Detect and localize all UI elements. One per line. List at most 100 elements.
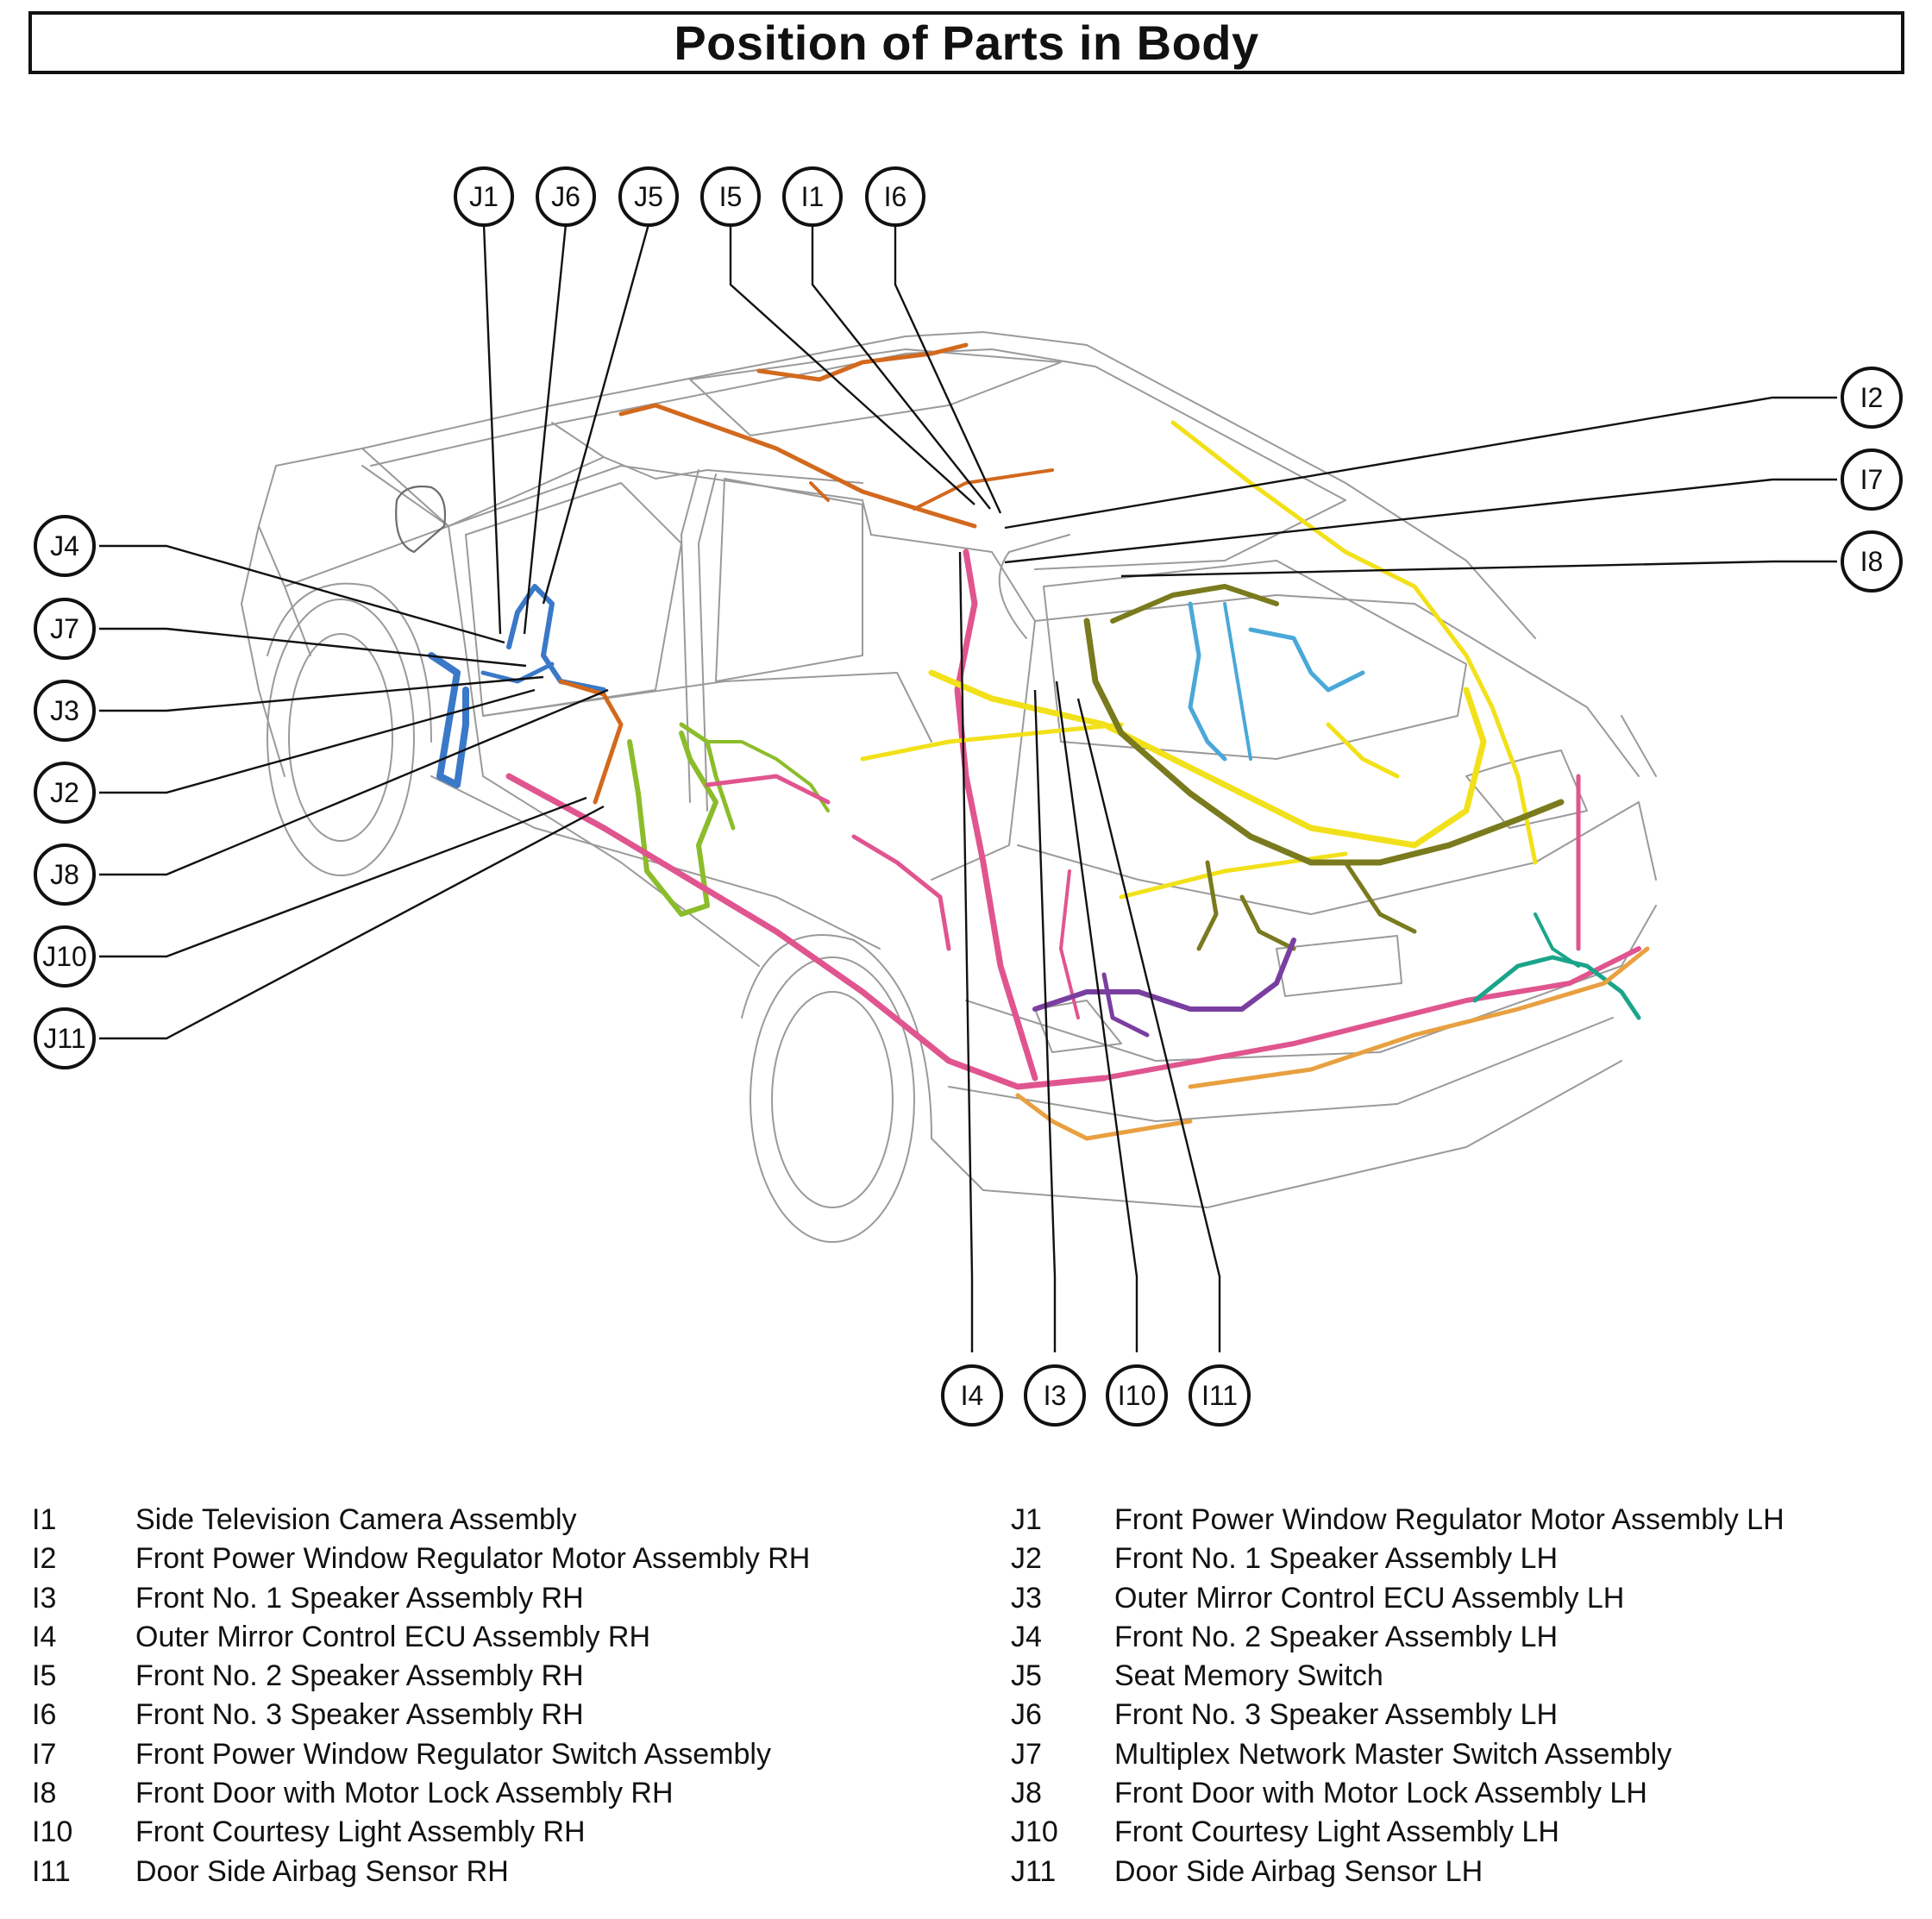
legend-name: Front Power Window Regulator Motor Assem… [135, 1542, 811, 1576]
leader-i4 [958, 551, 974, 1352]
legend-name: Seat Memory Switch [1114, 1659, 1383, 1693]
rear-harness-olive [1083, 618, 1565, 866]
callout-i5: I5 [700, 166, 761, 227]
legend-row: I6 Front No. 3 Speaker Assembly RH [32, 1696, 810, 1734]
legend-name: Front No. 1 Speaker Assembly LH [1114, 1542, 1559, 1576]
callout-j6: J6 [536, 166, 596, 227]
callout-label: J7 [50, 613, 79, 644]
callout-label: J3 [50, 695, 79, 726]
leader-j7 [99, 627, 527, 668]
callout-label: J1 [469, 181, 499, 212]
legend-code: I3 [32, 1581, 57, 1615]
callout-i7: I7 [1841, 448, 1903, 511]
callout-i11: I11 [1189, 1364, 1251, 1427]
callout-j8: J8 [34, 843, 96, 906]
leader-j10 [99, 796, 587, 958]
callout-i6: I6 [865, 166, 925, 227]
callout-label: J6 [551, 181, 580, 212]
legend-code: I10 [32, 1816, 73, 1849]
rear-harness-purple [1032, 938, 1296, 1012]
leader-lines [99, 223, 1837, 1352]
leader-j8 [99, 688, 609, 876]
legend-name: Door Side Airbag Sensor LH [1114, 1854, 1484, 1888]
callout-j5: J5 [618, 166, 679, 227]
callout-label: I5 [719, 181, 743, 212]
hatch-harness [1188, 601, 1227, 762]
legend-name: Front Door with Motor Lock Assembly LH [1114, 1777, 1647, 1810]
rear-harness-yellow [928, 669, 1487, 849]
legend-name: Front Power Window Regulator Switch Asse… [135, 1737, 771, 1771]
callout-i1: I1 [782, 166, 843, 227]
legend-code: J4 [1011, 1620, 1042, 1653]
left-rear-door-harness [627, 731, 718, 917]
legend-row: J3 Outer Mirror Control ECU Assembly LH [1011, 1579, 1785, 1618]
callout-j10: J10 [34, 925, 96, 988]
callout-label: I7 [1860, 464, 1884, 495]
legend-code: I6 [32, 1698, 57, 1732]
callout-label: J4 [50, 530, 79, 561]
callout-label: J5 [634, 181, 663, 212]
callout-i4: I4 [941, 1364, 1003, 1427]
legend-name: Front Power Window Regulator Motor Assem… [1114, 1503, 1785, 1536]
legend-code: I1 [32, 1503, 57, 1536]
leader-i6 [894, 224, 1002, 514]
legend-code: I7 [32, 1737, 57, 1771]
callout-label: I3 [1044, 1380, 1067, 1411]
legend-name: Outer Mirror Control ECU Assembly RH [135, 1620, 651, 1653]
legend-name: Multiplex Network Master Switch Assembly [1114, 1737, 1672, 1771]
callout-label: J2 [50, 777, 79, 808]
legend-row: I5 Front No. 2 Speaker Assembly RH [32, 1657, 810, 1696]
callout-label: I2 [1860, 382, 1884, 413]
legend-code: I2 [32, 1542, 57, 1576]
leader-j11 [99, 805, 605, 1040]
legend-name: Front No. 3 Speaker Assembly RH [135, 1698, 584, 1732]
callout-j1: J1 [454, 166, 514, 227]
leader-i1 [811, 224, 991, 510]
legend-code: J10 [1011, 1816, 1058, 1849]
callout-j4: J4 [34, 515, 96, 577]
wire-harnesses [428, 342, 1650, 1141]
legend-row: I10 Front Courtesy Light Assembly RH [32, 1813, 810, 1852]
lower-harness-amber [1015, 1093, 1193, 1141]
floor-harness [505, 773, 1107, 1090]
left-door-harness [506, 584, 606, 693]
callout-label: J8 [50, 859, 79, 890]
legend-name: Front No. 3 Speaker Assembly LH [1114, 1698, 1559, 1732]
legend-name: Front No. 2 Speaker Assembly RH [135, 1659, 584, 1693]
legend-name: Front No. 2 Speaker Assembly LH [1114, 1620, 1559, 1653]
leader-j4 [99, 544, 505, 644]
leader-j5 [542, 223, 650, 605]
leader-j1 [482, 223, 502, 635]
callouts-left: J4 J7 J3 J2 J8 J10 J11 [34, 515, 96, 1069]
legend-name: Front Courtesy Light Assembly RH [135, 1816, 586, 1849]
legend-row: J11 Door Side Airbag Sensor LH [1011, 1853, 1785, 1891]
leader-j6 [523, 223, 568, 635]
legend-name: Front Courtesy Light Assembly LH [1114, 1816, 1559, 1849]
car-body-outline [241, 331, 1657, 1243]
legend-code: I11 [32, 1854, 71, 1888]
callout-i8: I8 [1841, 530, 1903, 593]
leader-i10 [1055, 680, 1138, 1352]
callout-j7: J7 [34, 598, 96, 660]
callout-label: I8 [1860, 546, 1884, 577]
page-title: Position of Parts in Body [674, 16, 1259, 70]
leader-i5 [729, 224, 975, 505]
callouts-right: I2 I7 I8 [1841, 367, 1903, 593]
roof-harness [618, 403, 977, 529]
legend-code: I5 [32, 1659, 57, 1693]
leader-i11 [1076, 698, 1221, 1352]
legend-code: J3 [1011, 1581, 1042, 1615]
callout-j2: J2 [34, 762, 96, 824]
leader-i2 [1004, 396, 1837, 530]
callout-j11: J11 [34, 1007, 96, 1069]
legend-name: Outer Mirror Control ECU Assembly LH [1114, 1581, 1625, 1615]
callout-label: I4 [961, 1380, 984, 1411]
legend-code: J11 [1011, 1854, 1057, 1888]
